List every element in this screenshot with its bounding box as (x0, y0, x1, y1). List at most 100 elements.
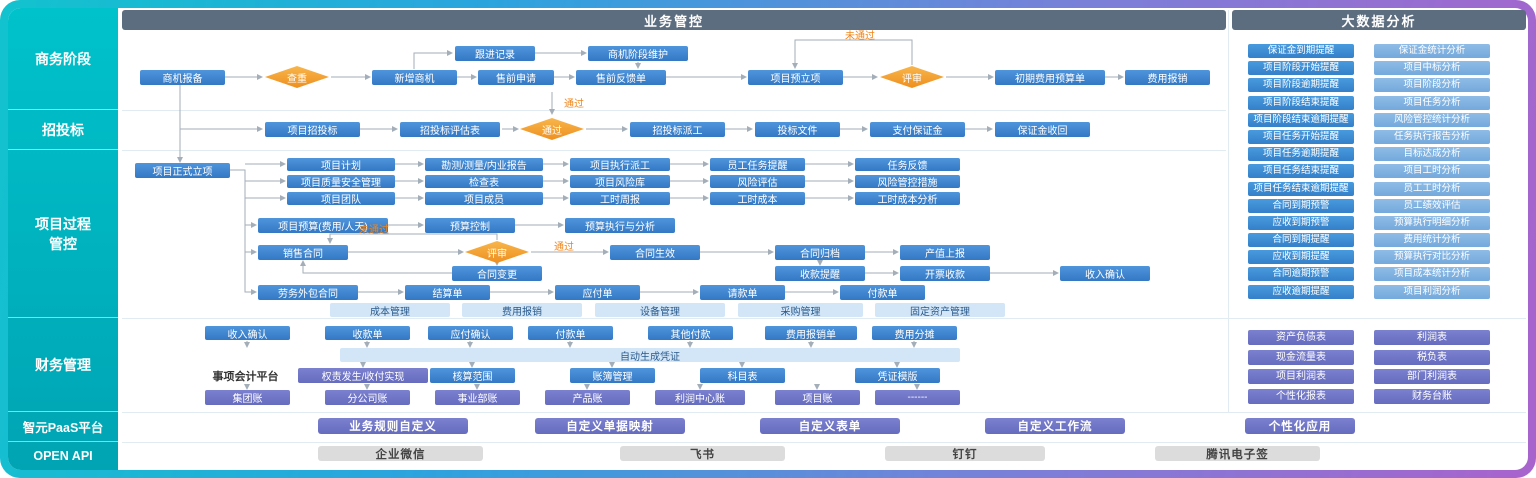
report-chip: 目标达成分析 (1374, 147, 1490, 162)
other-account: ------ (875, 390, 960, 405)
task-reminder: 员工任务提醒 (710, 158, 805, 172)
expense-allocation: 费用分摊 (872, 326, 957, 341)
alert-chip: 应收到期预警 (1248, 215, 1354, 230)
invoice-collection: 开票收款 (900, 266, 990, 281)
api-tencent-esign: 腾讯电子签 (1155, 446, 1320, 461)
follow-record: 跟进记录 (455, 46, 535, 61)
risk-control-measures: 风险管控措施 (855, 175, 960, 189)
check-list: 检查表 (425, 175, 543, 189)
alert-chip: 项目任务逾期提醒 (1248, 147, 1354, 162)
divider (122, 150, 1226, 151)
finance-report-chip: 利润表 (1374, 330, 1490, 345)
paas-doc-mapping: 自定义单据映射 (535, 418, 685, 434)
ledger-mgmt: 账簿管理 (570, 368, 655, 383)
output-report: 产值上报 (900, 245, 990, 260)
opportunity-stage-maintain: 商机阶段维护 (588, 46, 688, 61)
product-account: 产品账 (545, 390, 630, 405)
report-chip: 预算执行明细分析 (1374, 215, 1490, 230)
timesheet-weekly: 工时周报 (570, 192, 670, 206)
sidebar-item-finance: 财务管理 (8, 318, 118, 412)
api-feishu: 飞书 (620, 446, 785, 461)
alert-chip: 合同逾期预警 (1248, 267, 1354, 282)
payable-sheet: 应付单 (555, 285, 640, 300)
bidding-evaluation: 招投标评估表 (400, 122, 500, 137)
not-pass-label-2: 未通过 (359, 224, 389, 236)
pay-deposit: 支付保证金 (870, 122, 965, 137)
alert-chip: 项目阶段结束逾期提醒 (1248, 112, 1354, 127)
finance-reports-left-column: 资产负债表现金流量表项目利润表个性化报表 (1248, 330, 1354, 404)
cost-mgmt: 成本管理 (330, 303, 450, 318)
opportunity-report: 商机报备 (140, 70, 225, 85)
alert-chip: 项目任务结束提醒 (1248, 164, 1354, 179)
alert-chip: 应收到期提醒 (1248, 250, 1354, 265)
pass-diamond: 通过 (520, 118, 584, 140)
sidebar-item-bidding: 招投标 (8, 110, 118, 150)
new-opportunity: 新增商机 (372, 70, 457, 85)
profit-center-account: 利润中心账 (655, 390, 745, 405)
project-exec-dispatch: 项目执行派工 (570, 158, 670, 172)
receipt-sheet: 收款单 (325, 326, 410, 341)
accrual-cash-basis: 权责发生/收付实现 (298, 368, 428, 383)
expense-claim-2: 费用报销 (462, 303, 582, 318)
payment-request: 请款单 (700, 285, 785, 300)
project-budget: 项目预算(费用/人天) (258, 218, 388, 233)
alert-chip: 应收逾期提醒 (1248, 284, 1354, 299)
alert-chip: 项目任务开始提醒 (1248, 129, 1354, 144)
sidebar-item-business-phase: 商务阶段 (8, 8, 118, 110)
paas-personalized-app: 个性化应用 (1245, 418, 1355, 434)
expense-claim-sheet: 费用报销单 (765, 326, 857, 341)
header-business-control: 业务管控 (122, 10, 1226, 30)
auto-voucher: 自动生成凭证 (340, 348, 960, 363)
report-chip: 项目工时分析 (1374, 164, 1490, 179)
alert-chip: 项目阶段结束提醒 (1248, 95, 1354, 110)
bigdata-reports-column: 保证金统计分析项目中标分析项目阶段分析项目任务分析风险管控统计分析任务执行报告分… (1374, 44, 1490, 299)
pass-label-2: 通过 (554, 242, 574, 253)
review-diamond-2: 评审 (465, 241, 529, 263)
sidebar-item-project-process: 项目过程 管控 (8, 150, 118, 318)
accounting-platform-label: 事项会计平台 (212, 370, 279, 383)
finance-report-chip: 项目利润表 (1248, 369, 1354, 384)
sidebar: 商务阶段 招投标 项目过程 管控 财务管理 智元PaaS平台 OPEN API (8, 8, 118, 470)
contract-archive: 合同归档 (775, 245, 865, 260)
sidebar-item-open-api: OPEN API (33, 449, 93, 463)
report-chip: 项目阶段分析 (1374, 78, 1490, 93)
other-payment: 其他付款 (648, 326, 733, 341)
presales-feedback: 售前反馈单 (576, 70, 666, 85)
report-chip: 风险管控统计分析 (1374, 112, 1490, 127)
alert-chip: 项目阶段开始提醒 (1248, 61, 1354, 76)
project-bidding: 项目招投标 (265, 122, 360, 137)
project-members: 项目成员 (425, 192, 543, 206)
labor-cost: 工时成本 (710, 192, 805, 206)
branch-account: 分公司账 (325, 390, 410, 405)
contract-change: 合同变更 (452, 266, 542, 281)
not-pass-label-1: 未通过 (845, 30, 875, 42)
api-dingtalk: 钉钉 (885, 446, 1045, 461)
deposit-return: 保证金收回 (995, 122, 1090, 137)
budget-control: 预算控制 (425, 218, 515, 233)
alert-chip: 合同到期预警 (1248, 198, 1354, 213)
bidding-dispatch: 招投标派工 (630, 122, 725, 137)
sidebar-item-paas: 智元PaaS平台 (8, 412, 118, 442)
report-chip: 费用统计分析 (1374, 233, 1490, 248)
group-account: 集团账 (205, 390, 290, 405)
project-pre-approval: 项目预立项 (748, 70, 843, 85)
paas-business-rules: 业务规则自定义 (318, 418, 468, 434)
settlement-sheet: 结算单 (405, 285, 490, 300)
bigdata-alerts-column: 保证金到期提醒项目阶段开始提醒项目阶段逾期提醒项目阶段结束提醒项目阶段结束逾期提… (1248, 44, 1354, 299)
payment-sheet-1: 付款单 (840, 285, 925, 300)
quality-safety-mgmt: 项目质量安全管理 (287, 175, 395, 189)
alert-chip: 项目任务结束逾期提醒 (1248, 181, 1354, 196)
project-team: 项目团队 (287, 192, 395, 206)
presales-apply: 售前申请 (478, 70, 554, 85)
header-big-data: 大数据分析 (1232, 10, 1526, 30)
risk-assessment: 风险评估 (710, 175, 805, 189)
paas-custom-form: 自定义表单 (760, 418, 900, 434)
finance-report-chip: 现金流量表 (1248, 349, 1354, 365)
budget-exec-analysis: 预算执行与分析 (565, 218, 675, 233)
report-chip: 任务执行报告分析 (1374, 129, 1490, 144)
divider (122, 318, 1526, 319)
fixed-asset-mgmt: 固定资产管理 (875, 303, 1005, 318)
